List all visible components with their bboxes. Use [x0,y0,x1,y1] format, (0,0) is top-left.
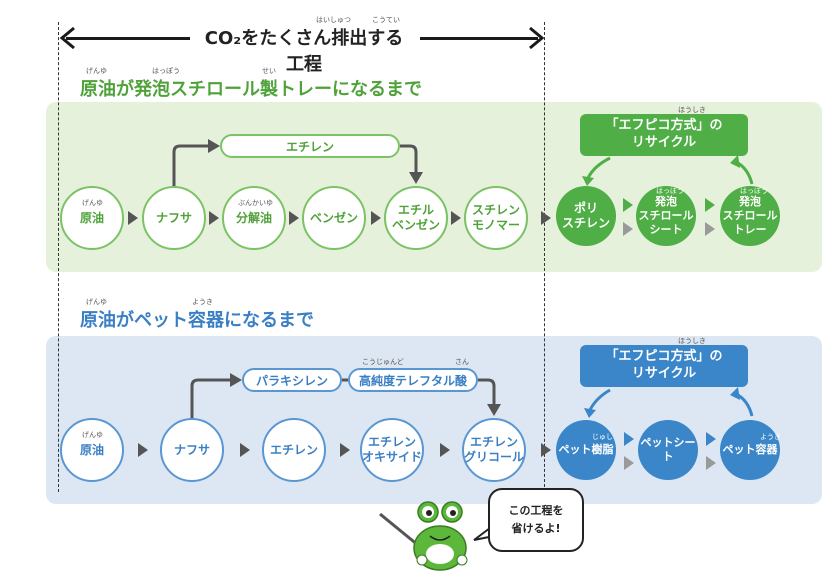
green-recycle-box: 「エフピコ方式」の リサイクル [580,114,748,156]
ruby-bunkaiyu: ぶんかいゆ [238,199,273,207]
blue-pill-paraxylene: パラキシレン [242,368,342,392]
ruby-genyu-green: げんゆ [86,67,107,75]
header-left-line [66,37,190,40]
ruby-happou-sheet: はっぽう [656,187,684,195]
ruby-sei: せい [262,67,276,75]
green-product-arrow-2 [705,198,715,212]
blue-product-pet-container: ペット容器 [720,420,780,480]
ruby-koujundo: こうじゅんど [362,358,404,366]
blue-branch-up [190,378,230,418]
blue-arrow-2 [240,443,250,457]
ruby-youki-product: ようき [760,433,781,441]
ruby-jushi: じゅし [592,433,613,441]
blue-section-title: 原油がペット容器になるまで [80,310,314,331]
blue-product-arrow-1b [624,456,634,470]
green-product-foam-tray: 発泡 スチロール トレー [720,186,780,246]
ruby-genyu-node: げんゆ [82,199,103,207]
green-node-styrene-monomer: スチレン モノマー [464,186,528,250]
ruby-genyu-blue: げんゆ [86,298,107,306]
mascot-speech-bubble: この工程を 省けるよ! [488,488,584,552]
green-node-naphtha: ナフサ [142,186,206,250]
green-branch-down-head [409,172,423,184]
green-pill-ethylene: エチレン [220,134,400,158]
green-arrow-2 [209,211,219,225]
header-left-arrowhead [59,26,75,50]
green-node-ethylbenzene: エチル ベンゼン [384,186,448,250]
ruby-haishutsu: はいしゅつ [316,16,351,24]
green-node-crude-oil: 原油 [60,186,124,250]
green-product-foam-sheet: 発泡 スチロール シート [636,186,696,246]
right-dashed-boundary [544,22,545,492]
ruby-san: さん [455,358,469,366]
blue-node-crude-oil: 原油 [60,418,124,482]
co2-process-title: CO₂をたくさん排出する工程 [204,28,404,75]
green-branch-up-head [208,139,220,153]
green-product-arrow-1 [623,198,633,212]
blue-recycle-box: 「エフピコ方式」の リサイクル [580,345,748,387]
blue-node-ethylene: エチレン [262,418,326,482]
blue-recycle-arrow-left [588,388,611,411]
ruby-happou-green: はっぽう [152,67,180,75]
blue-product-arrow-1 [624,432,634,446]
blue-arrow-4 [440,443,450,457]
blue-node-naphtha: ナフサ [160,418,224,482]
green-arrow-6 [541,211,551,225]
blue-node-ethylene-oxide: エチレン オキサイド [360,418,424,482]
ruby-houshiki-green: ほうしき [678,106,706,114]
header-right-line [420,37,538,40]
green-node-cracked-oil: 分解油 [222,186,286,250]
green-branch-up [172,144,208,186]
blue-arrow-5 [541,443,551,457]
blue-arrow-3 [340,443,350,457]
green-arrow-1 [128,211,138,225]
frog-mascot-icon [379,501,468,571]
blue-pill-pta: 高純度テレフタル酸 [348,368,478,392]
green-recycle-arrow-left-head [582,176,594,186]
blue-recycle-arrow-left-head [584,408,596,418]
green-branch-down [400,144,418,172]
blue-node-ethylene-glycol: エチレン グリコール [462,418,526,482]
green-product-arrow-1b [623,222,633,236]
ruby-youki-title: ようき [192,298,213,306]
blue-product-arrow-2 [706,432,716,446]
blue-product-pet-sheet: ペットシート [638,420,698,480]
green-product-arrow-2b [705,222,715,236]
blue-branch-up-head [230,373,242,387]
green-arrow-4 [371,211,381,225]
blue-arrow-1 [138,443,148,457]
ruby-houshiki-blue: ほうしき [678,337,706,345]
blue-branch-down-head [487,404,501,416]
green-node-benzene: ベンゼン [302,186,366,250]
green-arrow-5 [451,211,461,225]
blue-recycle-arrow-right-head [730,387,740,400]
green-recycle-arrow-right-head [730,155,740,168]
ruby-genyu-blue-node: げんゆ [82,431,103,439]
green-product-polystyrene: ポリ スチレン [556,186,616,246]
green-arrow-3 [289,211,299,225]
blue-product-pet-resin: ペット樹脂 [556,420,616,480]
green-recycle-arrow-left [586,156,611,179]
blue-branch-down [478,378,496,404]
left-dashed-boundary [58,22,59,492]
header-right-arrowhead [529,26,545,50]
ruby-koutei: こうてい [372,16,400,24]
ruby-happou-tray: はっぽう [740,187,768,195]
green-section-title: 原油が発泡スチロール製トレーになるまで [80,79,422,100]
blue-product-arrow-2b [706,456,716,470]
